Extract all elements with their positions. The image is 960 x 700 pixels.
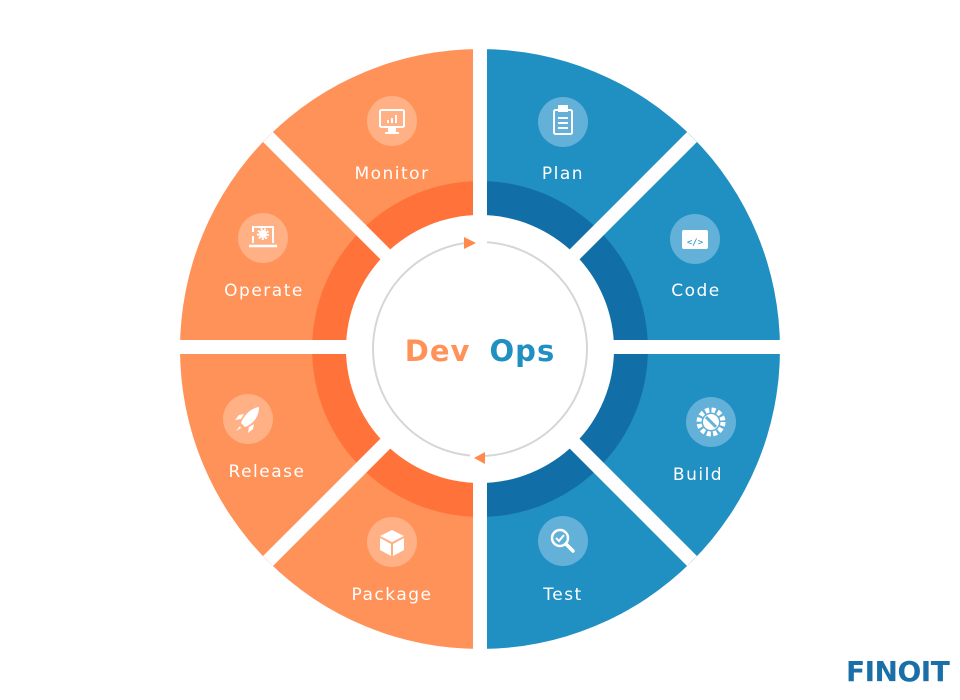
magnifier-check-icon <box>550 528 575 553</box>
laptop-gear-icon <box>249 226 277 248</box>
box-icon <box>380 530 404 556</box>
finoit-logo: FINOIT <box>846 655 950 688</box>
segment-label: Monitor <box>354 164 429 184</box>
gear-wrench-icon <box>696 407 726 437</box>
monitor-chart-icon <box>379 109 405 134</box>
title-ops: Ops <box>490 334 556 368</box>
svg-text:</>: </> <box>687 238 704 248</box>
segment-build: Build <box>673 397 736 485</box>
code-window-icon: </> <box>682 230 708 249</box>
segment-label: Plan <box>542 164 584 184</box>
cycle-arrow-top <box>464 237 476 249</box>
segment-operate: Operate <box>224 213 304 301</box>
cycle-arrow-bottom <box>474 452 485 464</box>
segment-label: Operate <box>224 281 304 301</box>
segment-test: Test <box>538 516 588 605</box>
segment-label: Code <box>671 281 721 301</box>
segment-monitor: Monitor <box>354 96 429 184</box>
svg-text:Dev Ops: Dev Ops <box>405 334 555 368</box>
segment-label: Package <box>352 585 433 605</box>
segment-label: Test <box>542 585 582 605</box>
segment-plan: Plan <box>538 97 588 184</box>
clipboard-icon <box>553 105 573 135</box>
segment-release: Release <box>223 394 306 482</box>
rocket-icon <box>235 407 259 433</box>
segment-label: Release <box>229 462 306 482</box>
segment-label: Build <box>673 465 723 485</box>
segment-code: </> Code <box>670 214 721 301</box>
title-dev: Dev <box>405 334 471 368</box>
segment-package: Package <box>352 517 433 605</box>
